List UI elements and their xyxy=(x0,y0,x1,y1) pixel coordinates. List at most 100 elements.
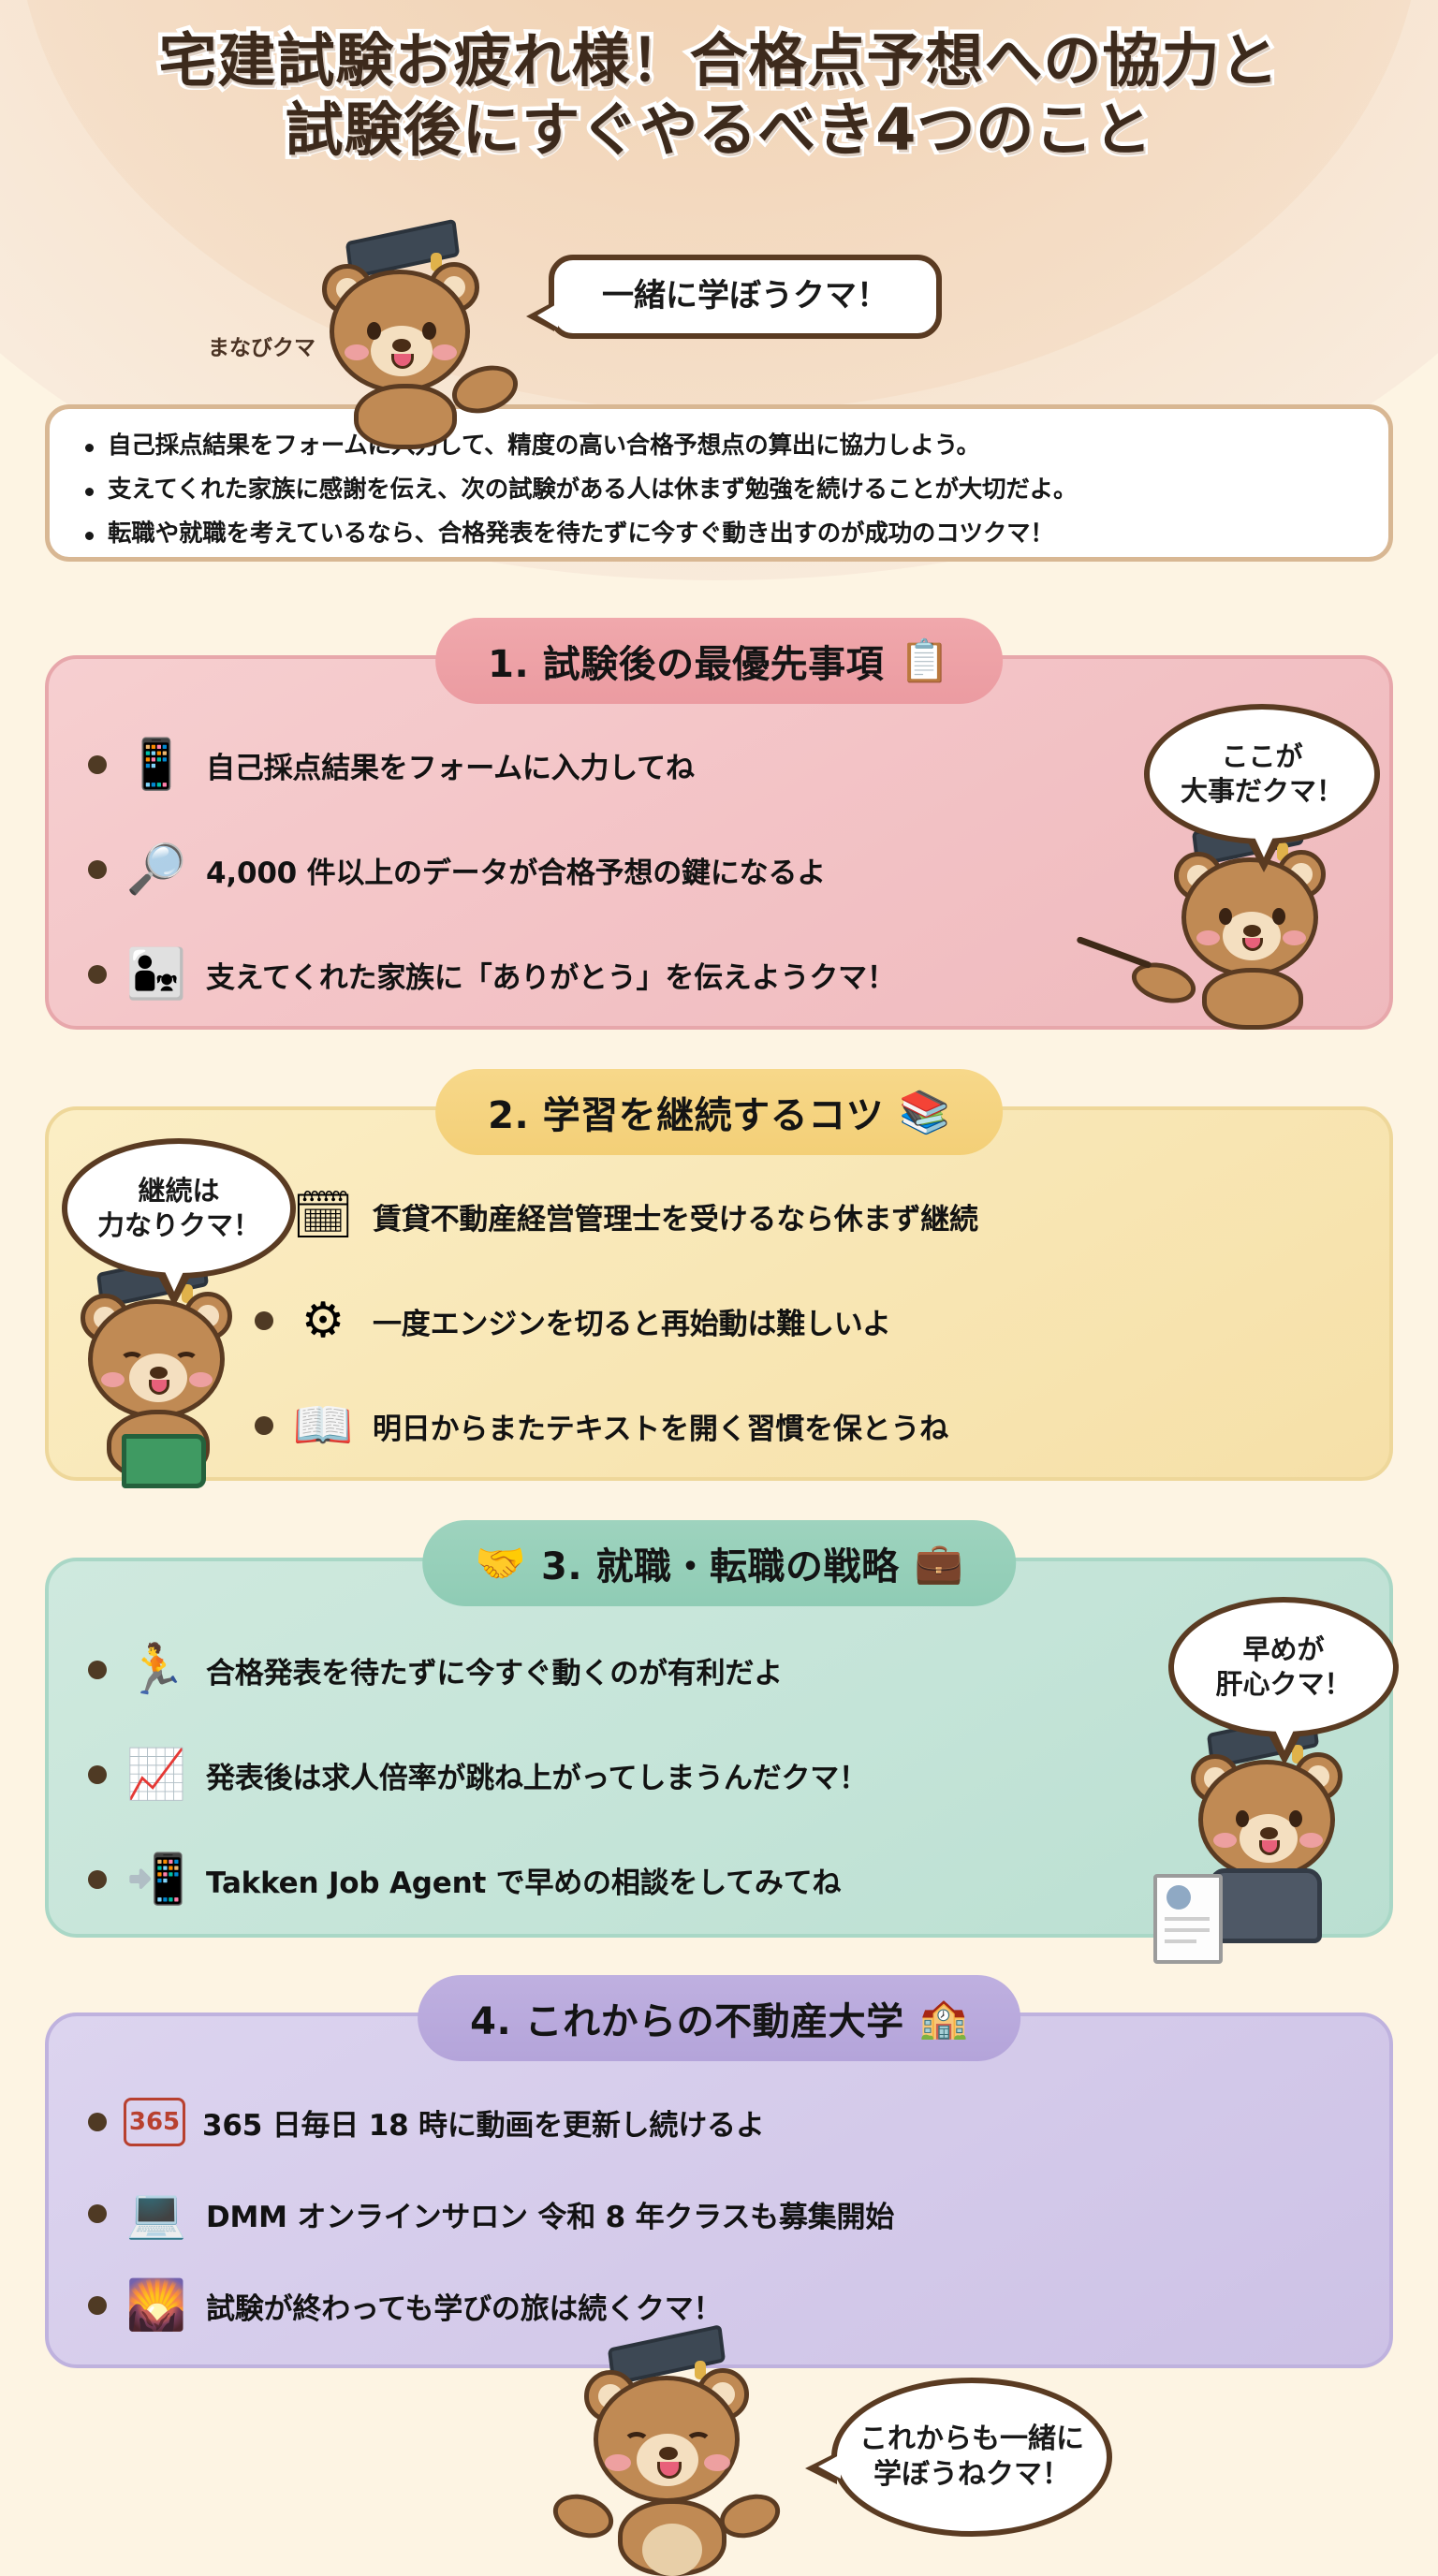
list-item: 365 365 日毎日 18 時に動画を更新し続けるよ xyxy=(88,2076,1350,2168)
bear-nose xyxy=(1243,925,1261,937)
online-salon-laptop-icon: 💻 xyxy=(125,2186,187,2242)
bear-eye-right xyxy=(1272,908,1285,925)
calendar-365-video-icon: 365 xyxy=(124,2098,185,2146)
bear-eye-left xyxy=(1236,1810,1249,1827)
resume-line-3 xyxy=(1165,1939,1196,1943)
bear-mouth xyxy=(1242,938,1263,951)
list-item-label: 4,000 件以上のデータが合格予想の鍵になるよ xyxy=(206,856,827,890)
mobile-form-input-icon: 📱 xyxy=(125,737,187,793)
cap-tassel-icon xyxy=(695,2361,706,2379)
speech-bubble-bottom-line2: 学ぼうねクマ！ xyxy=(873,2458,1070,2491)
list-item-label: 試験が終わっても学びの旅は続くクマ！ xyxy=(206,2291,723,2326)
bear-nose xyxy=(392,339,411,352)
speech-bubble-s1-line1: ここが xyxy=(1221,739,1303,772)
resume-line-1 xyxy=(1165,1917,1210,1921)
list-item: 👨‍👧 支えてくれた家族に「ありがとう」を伝えようクマ！ xyxy=(88,922,1350,1027)
list-item-label: DMM オンラインサロン 令和 8 年クラスも募集開始 xyxy=(206,2200,895,2234)
growth-chart-icon: 📈 xyxy=(125,1747,187,1803)
section-header-1: 1. 試験後の最優先事項 📋 xyxy=(435,618,1003,704)
bear-cheek-left xyxy=(101,1372,125,1387)
bullet-dot xyxy=(88,1870,107,1889)
bear-nose xyxy=(150,1367,168,1379)
mascot-bear-section-3 xyxy=(1153,1710,1384,1964)
section-body-4: 365 365 日毎日 18 時に動画を更新し続けるよ 💻 DMM オンラインサ… xyxy=(49,2016,1389,2364)
resume-photo-icon xyxy=(1167,1885,1191,1910)
list-item: 🗓 賃貸不動産経営管理士を受けるなら休まず継続 xyxy=(255,1164,1350,1268)
bullet-dot xyxy=(88,965,107,984)
bear-eye-left xyxy=(624,2432,650,2452)
bear-eye-left xyxy=(120,1352,144,1370)
bullet-dot xyxy=(88,860,107,879)
speech-bubble-tail-inner xyxy=(537,303,558,328)
mascot-bear-section-1 xyxy=(1076,808,1359,1030)
page-title: 宅建試験お疲れ様！合格点予想への協力と 試験後にすぐやるべき4つのこと xyxy=(0,22,1438,168)
journey-road-icon: 🌄 xyxy=(125,2277,187,2334)
bear-cheek-left xyxy=(345,344,369,360)
job-agent-phone-icon: 📲 xyxy=(125,1852,187,1908)
speech-bubble-s1-line2: 大事だクマ！ xyxy=(1180,775,1343,807)
title-line-1: 宅建試験お疲れ様！合格点予想への協力と xyxy=(154,22,1283,99)
list-item-label: 明日からまたテキストを開く習慣を保とうね xyxy=(373,1412,949,1446)
speech-bubble-tail-inner xyxy=(1253,833,1275,857)
speech-bubble-bottom: これからも一緒に 学ぼうねクマ！ xyxy=(805,2378,1112,2537)
university-video-icon: 🏫 xyxy=(918,1995,968,2041)
bear-nose xyxy=(659,2447,678,2460)
title-line-2: 試験後にすぐやるべき4つのこと xyxy=(281,92,1156,168)
bear-eye-right xyxy=(422,322,436,340)
bear-mouth xyxy=(1259,1840,1280,1855)
section-heading-1: 1. 試験後の最優先事項 xyxy=(488,643,885,686)
bullet-dot xyxy=(255,1311,273,1330)
speech-bubble-s3-line1: 早めが xyxy=(1242,1632,1325,1665)
list-item: 📈 発表後は求人倍率が跳ね上がってしまうんだクマ！ xyxy=(88,1722,1350,1827)
speech-bubble-top: 一緒に学ぼうクマ！ xyxy=(526,255,942,339)
bear-eye-right xyxy=(685,2432,712,2452)
bear-arm-left xyxy=(547,2486,620,2546)
open-book-icon xyxy=(122,1434,206,1488)
bear-cheek-left xyxy=(605,2454,631,2471)
list-item: 📖 明日からまたテキストを開く習慣を保とうね xyxy=(255,1373,1350,1478)
speech-bubble-tail-inner xyxy=(818,2454,841,2479)
briefcase-icon: 💼 xyxy=(914,1540,963,1586)
study-desk-books-icon: 📚 xyxy=(899,1089,950,1136)
section-body-2: 🗓 賃貸不動産経営管理士を受けるなら休まず継続 ⚙ 一度エンジンを切ると再始動は… xyxy=(49,1110,1389,1477)
bear-cheek-left xyxy=(1213,1833,1237,1848)
list-item-label: 合格発表を待たずに今すぐ動くのが有利だよ xyxy=(206,1656,783,1690)
list-item: ⚙ 一度エンジンを切ると再始動は難しいよ xyxy=(255,1268,1350,1373)
mascot-bear-bottom xyxy=(547,2324,786,2576)
bullet-dot xyxy=(88,2113,107,2131)
bullet-dot xyxy=(255,1416,273,1435)
list-item-label: 賃貸不動産経営管理士を受けるなら休まず継続 xyxy=(373,1202,978,1237)
mascot-bear-section-2 xyxy=(81,1250,268,1488)
speech-bubble-section-2: 継続は 力なりクマ！ xyxy=(62,1138,296,1307)
bullet-dot xyxy=(88,1661,107,1679)
section-panel-3: 🤝 3. 就職・転職の戦略 💼 🏃 合格発表を待たずに今すぐ動くのが有利だよ 📈… xyxy=(45,1520,1393,1938)
bear-eye-left xyxy=(1219,908,1232,925)
bear-body xyxy=(1202,968,1303,1030)
bear-eye-right xyxy=(1289,1810,1302,1827)
bear-cheek-right xyxy=(433,344,457,360)
bullet-dot xyxy=(88,2204,107,2223)
list-item: 📱 自己採点結果をフォームに入力してね xyxy=(88,712,1350,817)
section-panel-2: 2. 学習を継続するコツ 📚 🗓 賃貸不動産経営管理士を受けるなら休まず継続 ⚙… xyxy=(45,1069,1393,1481)
list-item: 🔎 4,000 件以上のデータが合格予想の鍵になるよ xyxy=(88,817,1350,922)
section-panel-4: 4. これからの不動産大学 🏫 365 365 日毎日 18 時に動画を更新し続… xyxy=(45,1975,1393,2368)
bear-cheek-left xyxy=(1196,930,1220,945)
summary-bullet-2: 支えてくれた家族に感謝を伝え、次の試験がある人は休まず勉強を続けることが大切だよ… xyxy=(81,468,1357,512)
section-body-1: 📱 自己採点結果をフォームに入力してね 🔎 4,000 件以上のデータが合格予想… xyxy=(49,659,1389,1026)
list-item-label: 支えてくれた家族に「ありがとう」を伝えようクマ！ xyxy=(206,960,896,995)
bear-body xyxy=(354,384,457,449)
clipboard-checklist-icon: 📋 xyxy=(899,637,950,685)
list-item: 🌄 試験が終わっても学びの旅は続くクマ！ xyxy=(88,2260,1350,2351)
bear-suit-body xyxy=(1210,1868,1322,1943)
bear-belly xyxy=(642,2524,702,2576)
bear-mouth xyxy=(391,354,414,369)
bear-cheek-right xyxy=(189,1372,213,1387)
speech-bubble-tail-inner xyxy=(1273,1726,1296,1750)
engine-stop-icon: ⚙ xyxy=(301,1293,345,1349)
mascot-bear-top xyxy=(318,218,524,449)
bear-arm-right xyxy=(446,358,524,421)
bear-mouth xyxy=(149,1380,169,1395)
section-heading-2: 2. 学習を継続するコツ xyxy=(488,1094,885,1137)
speech-bubble-top-text: 一緒に学ぼうクマ！ xyxy=(602,277,888,315)
speech-bubble-bottom-line1: これからも一緒に xyxy=(859,2422,1084,2455)
